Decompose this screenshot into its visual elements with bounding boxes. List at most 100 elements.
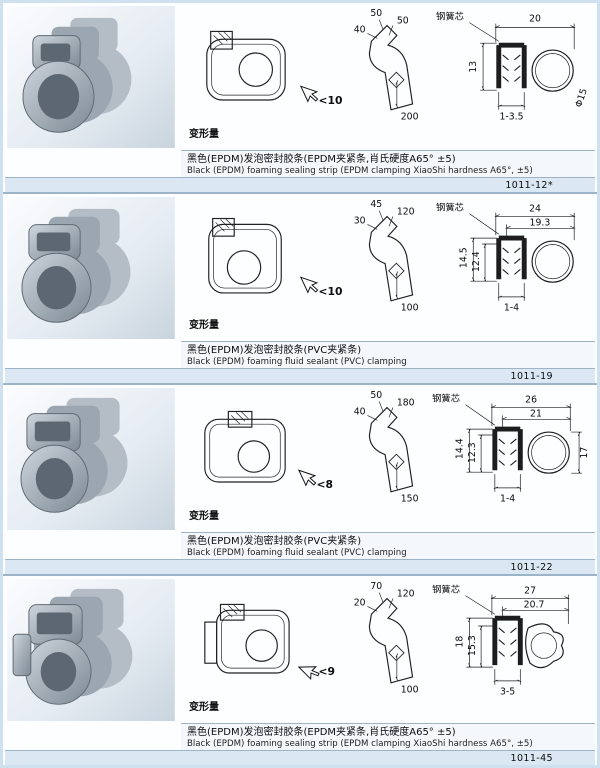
cursor-arrow-icon bbox=[299, 276, 319, 294]
description-english: Black (EPDM) foaming fluid sealant (PVC)… bbox=[187, 357, 407, 367]
description-chinese: 黑色(EPDM)发泡密封胶条(EPDM夹紧条,肖氏硬度A65° ±5) bbox=[187, 727, 456, 738]
deformation-label: 变形量 bbox=[189, 511, 219, 522]
part-number: 1011-45 bbox=[510, 753, 553, 764]
part-number: 1011-22 bbox=[510, 562, 553, 573]
spring-core-leader bbox=[469, 213, 499, 235]
clamp-hatch bbox=[231, 411, 250, 425]
catalog-row-1: <10 50 40 50 200 钢簧芯 bbox=[3, 3, 597, 194]
dim-bottom bbox=[493, 474, 522, 492]
dim-left2-label: 15.3 bbox=[467, 635, 478, 656]
cross-section-drawing: 钢簧芯 26 21 14.4 12.3 1-4 bbox=[432, 393, 590, 505]
seal-front-face bbox=[21, 224, 92, 323]
deformation-label: 变形量 bbox=[189, 320, 219, 331]
dim-left2 bbox=[470, 243, 497, 282]
sketch-dim-a: 45 bbox=[370, 199, 382, 210]
sketch-dim-b: 40 bbox=[354, 24, 366, 35]
spring-core-label: 钢簧芯 bbox=[432, 584, 460, 596]
dim-left bbox=[466, 617, 493, 668]
deformation-label: 变形量 bbox=[189, 129, 219, 140]
dim-right-label: 17 bbox=[579, 447, 590, 459]
seal-front-face bbox=[12, 604, 92, 705]
sketch-dim-a: 70 bbox=[370, 581, 382, 592]
clamp-teeth bbox=[498, 438, 517, 466]
sketch-dim-b: 20 bbox=[354, 597, 366, 608]
dim-top-label: 26 bbox=[525, 395, 537, 406]
technical-drawings: <10 50 40 50 200 钢簧芯 bbox=[179, 4, 597, 149]
bracket-sketch: 50 40 180 150 bbox=[354, 390, 419, 505]
dim-bottom bbox=[497, 92, 526, 110]
deformation-value: <8 bbox=[317, 478, 334, 491]
dim-top2-label: 19.3 bbox=[530, 217, 551, 228]
dim-top-label: 27 bbox=[524, 586, 536, 597]
clamp-hatch bbox=[215, 218, 234, 232]
dim-right bbox=[571, 431, 583, 474]
deformation-value: <10 bbox=[318, 285, 342, 298]
technical-drawings: <8 50 40 180 150 钢簧芯 bbox=[179, 386, 597, 531]
drawing-sheet: <9 70 20 120 100 钢簧芯 bbox=[204, 581, 570, 698]
dim-top bbox=[490, 594, 570, 625]
description-english: Black (EPDM) foaming fluid sealant (PVC)… bbox=[187, 548, 407, 558]
sketch-leaders bbox=[367, 401, 399, 491]
dim-left2-label: 12.4 bbox=[471, 251, 482, 272]
clamp-channel bbox=[496, 235, 527, 280]
clamp-teeth bbox=[498, 627, 517, 657]
dim-left bbox=[470, 237, 497, 282]
sketch-dim-bottom: 100 bbox=[401, 303, 419, 314]
dim-top2-label: 21 bbox=[530, 408, 542, 419]
dim-top-label: 20 bbox=[529, 14, 541, 25]
bulb-outer bbox=[531, 49, 574, 92]
sketch-dim-b: 30 bbox=[354, 215, 366, 226]
bulb-inner bbox=[535, 53, 571, 89]
sketch-dim-bottom: 100 bbox=[401, 685, 419, 696]
dim-bottom-label: 3-5 bbox=[500, 687, 515, 698]
sketch-dim-bottom: 200 bbox=[401, 112, 419, 123]
cross-section-drawing: 钢簧芯 27 20.7 18 15.3 3-5 bbox=[432, 584, 570, 698]
bulb-inner bbox=[530, 632, 557, 659]
drawing-sheet: <10 50 40 50 200 钢簧芯 bbox=[206, 8, 590, 123]
bracket-sketch: 70 20 120 100 bbox=[354, 581, 419, 696]
dim-left2-label: 12.3 bbox=[467, 442, 478, 463]
seal-front-face bbox=[22, 35, 95, 133]
cross-section-drawing: 钢簧芯 24 19.3 14.5 12.4 1-4 bbox=[436, 202, 576, 314]
dim-left2 bbox=[466, 625, 493, 668]
catalog-row-4: <9 70 20 120 100 钢簧芯 bbox=[3, 576, 597, 765]
dim-bottom-label: 1-4 bbox=[504, 303, 519, 314]
catalog-row-3: <8 50 40 180 150 钢簧芯 bbox=[3, 385, 597, 576]
dim-left-label: 14.4 bbox=[455, 438, 466, 459]
product-photo bbox=[6, 388, 176, 530]
profile-outline-drawing bbox=[208, 217, 282, 294]
description-english: Black (EPDM) foaming sealing strip (EPDM… bbox=[187, 166, 533, 176]
part-number: 1011-12* bbox=[505, 180, 553, 191]
bulb-outer bbox=[531, 240, 574, 283]
catalog-row-2: <10 45 30 120 100 钢簧芯 bbox=[3, 194, 597, 385]
description-chinese: 黑色(EPDM)发泡密封胶条(PVC夹紧条) bbox=[187, 345, 362, 356]
dim-top2 bbox=[501, 415, 572, 428]
dim-top2-label: 20.7 bbox=[524, 599, 545, 610]
sketch-dim-c: 50 bbox=[397, 16, 409, 27]
sketch-leaders bbox=[367, 592, 399, 682]
dim-diameter-label: Φ15 bbox=[573, 87, 589, 109]
description-bar: 黑色(EPDM)发泡密封胶条(PVC夹紧条) Black (EPDM) foam… bbox=[181, 532, 595, 559]
profile-outline-drawing bbox=[204, 410, 286, 483]
cursor-arrow-icon bbox=[297, 469, 317, 487]
part-number-strip: 1011-19 bbox=[5, 368, 595, 383]
deformation-label: 变形量 bbox=[189, 702, 219, 713]
bulb-outer bbox=[527, 431, 570, 474]
description-bar: 黑色(EPDM)发泡密封胶条(EPDM夹紧条,肖氏硬度A65° ±5) Blac… bbox=[181, 723, 595, 750]
dim-bottom-label: 1-4 bbox=[500, 494, 515, 505]
dim-left-label: 18 bbox=[455, 636, 466, 648]
clamp-teeth bbox=[502, 54, 521, 82]
description-chinese: 黑色(EPDM)发泡密封胶条(PVC夹紧条) bbox=[187, 536, 362, 547]
clamp-channel bbox=[492, 615, 523, 666]
sketch-dim-c: 120 bbox=[397, 207, 415, 218]
sketch-dim-a: 50 bbox=[370, 390, 382, 401]
description-english: Black (EPDM) foaming sealing strip (EPDM… bbox=[187, 739, 533, 749]
dim-left bbox=[480, 42, 497, 91]
product-3d-render bbox=[7, 388, 175, 530]
product-photo bbox=[6, 579, 176, 721]
part-number-strip: 1011-45 bbox=[5, 750, 595, 765]
clamp-hatch bbox=[223, 604, 242, 618]
sketch-dim-c: 180 bbox=[397, 398, 415, 409]
bracket-sketch: 45 30 120 100 bbox=[354, 199, 419, 314]
part-number: 1011-19 bbox=[510, 371, 553, 382]
